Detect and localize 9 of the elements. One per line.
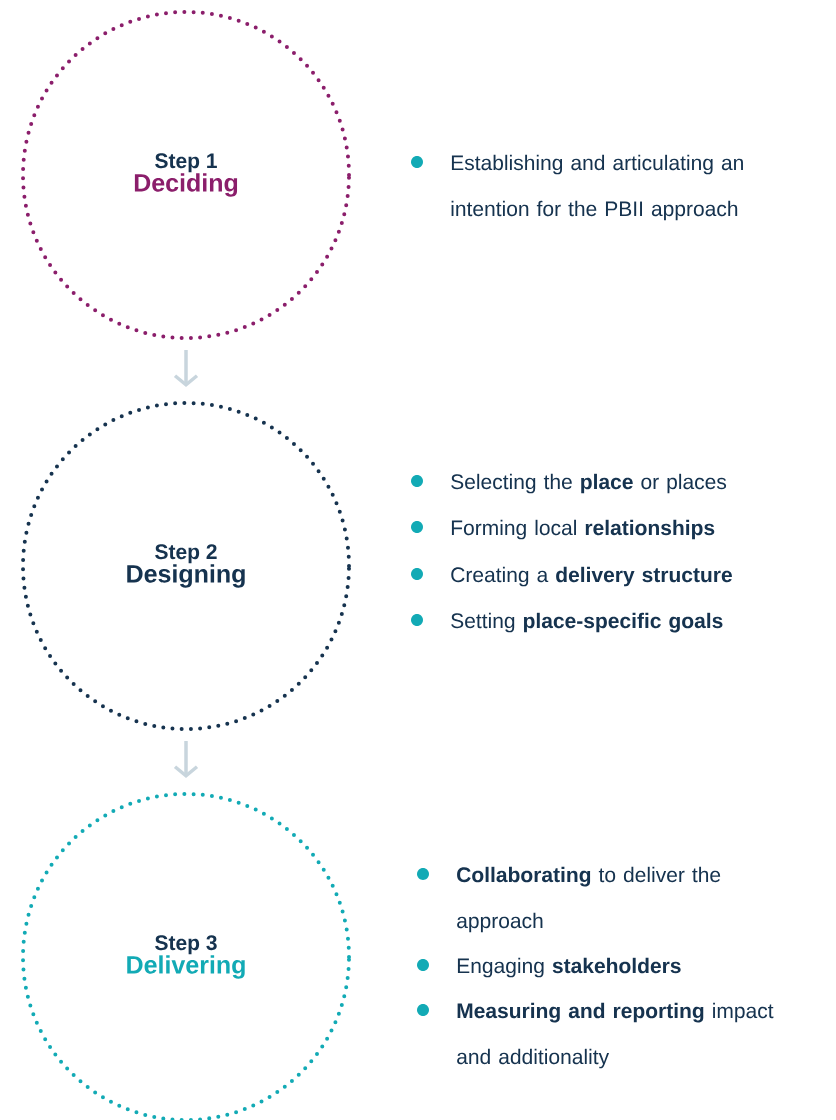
bullet-text: Setting place-specific goals bbox=[451, 612, 723, 633]
bullet-text: Establishing and articulating an intention for the PBII approach bbox=[451, 154, 743, 221]
bullet-text: Selecting the place or places bbox=[451, 473, 727, 494]
bullet-text: Measuring and reporting impact and additionality bbox=[457, 1002, 774, 1069]
bullet-text: Engaging stakeholders bbox=[457, 957, 681, 978]
bullet-text: Creating a delivery structure bbox=[451, 566, 732, 587]
arrow bbox=[173, 741, 199, 778]
arrow bbox=[173, 350, 199, 387]
bullet-text: Forming local relationships bbox=[451, 519, 715, 540]
